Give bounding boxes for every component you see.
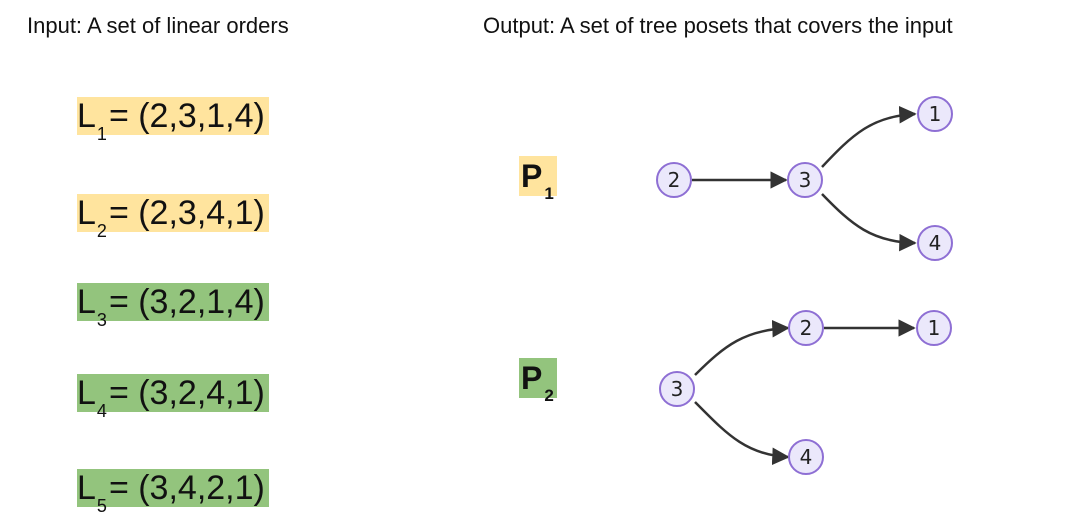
order-letter: L (77, 97, 96, 135)
linear-order-l3: L3= (3,2,1,4) (77, 283, 269, 330)
node-label: 2 (800, 316, 813, 340)
node-label: 4 (800, 445, 813, 469)
edge-p2-3-to-2 (694, 319, 790, 376)
order-letter: L (77, 374, 96, 412)
order-letter: L (77, 469, 96, 507)
node-p2-1: 1 (916, 310, 952, 346)
node-label: 4 (929, 231, 942, 255)
order-index: 2 (96, 221, 107, 241)
poset-letter: P (521, 360, 543, 396)
order-index: 3 (96, 310, 107, 330)
node-p2-3: 3 (659, 371, 695, 407)
linear-order-l4: L4= (3,2,4,1) (77, 374, 269, 421)
order-sequence: = (3,2,1,4) (108, 283, 265, 321)
node-label: 3 (671, 377, 684, 401)
node-label: 1 (929, 102, 942, 126)
linear-order-l2: L2= (2,3,4,1) (77, 194, 269, 241)
node-p2-4: 4 (788, 439, 824, 475)
node-label: 1 (928, 316, 941, 340)
order-letter: L (77, 194, 96, 232)
edge-p1-3-to-4 (821, 193, 917, 252)
input-heading: Input: A set of linear orders (27, 13, 289, 38)
edge-p2-3-to-4 (694, 401, 790, 466)
node-label: 3 (799, 168, 812, 192)
output-heading: Output: A set of tree posets that covers… (483, 13, 953, 38)
order-sequence: = (3,2,4,1) (108, 374, 265, 412)
poset-letter: P (521, 158, 543, 194)
linear-order-l1: L1= (2,3,1,4) (77, 97, 269, 144)
linear-order-l5: L5= (3,4,2,1) (77, 469, 269, 516)
node-label: 2 (668, 168, 681, 192)
node-p1-3: 3 (787, 162, 823, 198)
order-sequence: = (2,3,4,1) (108, 194, 265, 232)
node-p2-2: 2 (788, 310, 824, 346)
poset-index: 2 (544, 386, 554, 405)
order-index: 1 (96, 124, 107, 144)
poset-index: 1 (544, 184, 554, 203)
order-sequence: = (2,3,1,4) (108, 97, 265, 135)
edge-p1-3-to-1 (821, 105, 917, 168)
order-letter: L (77, 283, 96, 321)
node-p1-2: 2 (656, 162, 692, 198)
node-p1-4: 4 (917, 225, 953, 261)
order-sequence: = (3,4,2,1) (108, 469, 265, 507)
order-index: 5 (96, 496, 107, 516)
order-index: 4 (96, 401, 107, 421)
node-p1-1: 1 (917, 96, 953, 132)
